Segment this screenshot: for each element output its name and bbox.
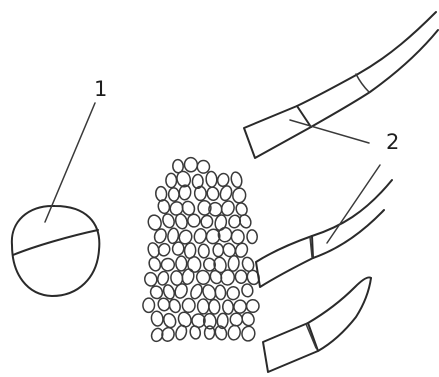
cell-47 [147,256,162,273]
cell-80 [246,299,259,313]
cell-38 [247,230,258,244]
cell-75 [182,298,195,312]
cell-56 [156,270,170,286]
cell-96 [241,325,256,342]
cell-10 [168,188,179,202]
callout-line-2b [327,165,380,243]
cell-53 [228,255,240,271]
cell-78 [222,300,233,315]
callout-line-1 [45,103,95,222]
cell-67 [189,283,204,301]
cell-81 [150,310,164,326]
cell-72 [143,298,155,312]
cell-26 [187,214,200,228]
cell-90 [160,326,175,343]
cell-cluster [143,157,261,343]
cell-9 [155,186,167,201]
cell-50 [187,256,201,273]
cell-6 [206,171,217,187]
cell-74 [168,298,182,314]
cell-70 [226,286,240,301]
cell-12 [194,186,206,201]
cell-48 [161,258,174,271]
cell-93 [204,326,215,340]
cell-95 [227,324,241,340]
cell-69 [215,285,227,300]
cell-82 [162,312,178,330]
tube-segment-top [244,12,438,158]
cell-49 [176,256,187,271]
cell-77 [209,299,221,314]
cell-8 [230,171,243,188]
cell-44 [213,244,223,257]
cell-61 [220,269,235,285]
sphere-object [12,206,99,296]
callout-label-2: 2 [386,130,399,154]
cell-71 [241,283,254,297]
tube-segment-bottom [263,277,371,372]
cell-27 [200,214,214,229]
cell-3 [166,173,177,187]
cell-55 [144,272,158,287]
cell-76 [197,299,209,314]
tube-segment-middle [256,180,392,287]
cell-79 [233,299,247,314]
cell-1 [184,157,198,172]
cell-62 [235,270,247,283]
cell-13 [206,186,220,201]
cell-14 [219,184,234,201]
cell-43 [198,244,210,258]
cell-40 [157,242,172,258]
cell-15 [232,187,247,203]
cell-7 [216,172,230,187]
cell-2 [197,161,209,174]
cell-87 [230,313,243,326]
callout-label-1: 1 [94,77,107,101]
cell-34 [193,228,208,245]
cell-37 [231,229,244,244]
